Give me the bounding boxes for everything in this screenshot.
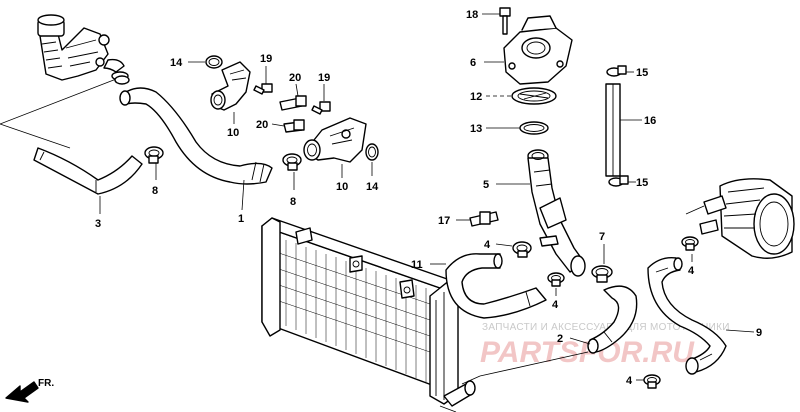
watermark: ЗАПЧАСТИ И АКСЕССУАРЫ ДЛЯ МОТОТЕХНИКИ PA… — [480, 322, 730, 369]
callout-10-right: 10 — [336, 181, 348, 193]
joint-10-left — [210, 61, 251, 111]
bolt-20-upper — [279, 95, 307, 111]
hose-2 — [587, 285, 638, 354]
callout-8-right: 8 — [290, 196, 296, 208]
clamp-hose-1-top — [114, 75, 130, 85]
clamp-8-left — [144, 146, 164, 164]
callout-4-top: 4 — [484, 239, 491, 251]
hose-11 — [445, 253, 547, 319]
radiator — [261, 217, 476, 407]
clamp-8-right — [282, 153, 302, 171]
callout-12: 12 — [470, 91, 482, 103]
callout-6: 6 — [470, 57, 476, 69]
callout-4-mid: 4 — [552, 299, 559, 311]
callout-17: 17 — [438, 215, 450, 227]
bolt-20-lower — [283, 119, 305, 133]
clamp-7 — [591, 265, 613, 283]
bolt-19-left — [253, 83, 273, 95]
clamp-15-lower — [608, 175, 629, 187]
callout-5: 5 — [483, 179, 489, 191]
callout-19-right: 19 — [318, 72, 330, 84]
callout-3: 3 — [95, 218, 101, 230]
hose-9 — [647, 257, 727, 375]
clamp-15-upper — [606, 65, 627, 77]
o-ring-14-left — [205, 55, 223, 69]
callout-15-lower: 15 — [636, 177, 648, 189]
clamp-4-mid — [547, 272, 565, 287]
watermark-tagline: ЗАПЧАСТИ И АКСЕССУАРЫ ДЛЯ МОТОТЕХНИКИ — [482, 322, 730, 333]
front-direction-indicator: FR. — [5, 378, 54, 403]
callout-1: 1 — [238, 213, 244, 225]
callout-15-upper: 15 — [636, 67, 648, 79]
thermostat-cover-6 — [503, 15, 573, 85]
bolt-17 — [469, 211, 499, 227]
callout-10-left: 10 — [227, 127, 239, 139]
callout-7: 7 — [599, 231, 605, 243]
clamp-4-top — [512, 241, 532, 258]
connector-pipe — [539, 235, 559, 247]
clamp-4-bottom — [643, 374, 661, 389]
filler-neck-housing — [37, 14, 129, 81]
o-ring-13 — [519, 121, 549, 135]
callout-20-upper: 20 — [289, 72, 301, 84]
bolt-19-right — [311, 101, 331, 115]
callout-16: 16 — [644, 115, 656, 127]
bypass-tube-16 — [605, 83, 621, 177]
callout-20-lower: 20 — [256, 119, 268, 131]
oil-cooler — [699, 178, 795, 259]
callout-4-bottom: 4 — [626, 375, 633, 387]
callout-14-right: 14 — [366, 181, 379, 193]
hose-1 — [119, 87, 273, 185]
thermostat-housing-5 — [527, 149, 586, 277]
joint-10-right — [303, 117, 367, 163]
clamp-4-right — [681, 236, 699, 251]
callout-19-left: 19 — [260, 53, 272, 65]
watermark-brand: PARTSFOR.RU — [480, 336, 695, 369]
callout-8-left: 8 — [152, 185, 158, 197]
front-direction-label: FR. — [38, 378, 54, 389]
o-ring-14-right — [365, 143, 379, 161]
callout-18: 18 — [466, 9, 478, 21]
callout-9: 9 — [756, 327, 762, 339]
thermostat-12 — [511, 87, 557, 105]
bolt-18 — [499, 7, 511, 35]
callout-4-right: 4 — [688, 265, 695, 277]
hose-3 — [33, 147, 143, 195]
callout-11: 11 — [411, 259, 423, 271]
callout-2: 2 — [557, 333, 563, 345]
callout-14-left: 14 — [170, 57, 183, 69]
callout-13: 13 — [470, 123, 482, 135]
